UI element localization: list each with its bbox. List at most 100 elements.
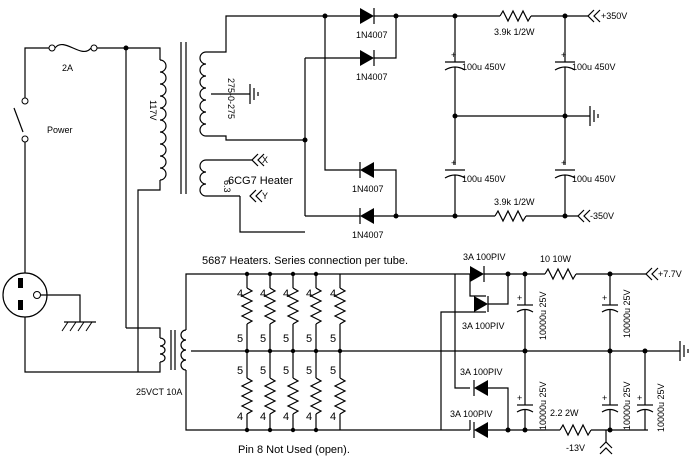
rect-d3-label: 3A 100PIV [460, 367, 503, 377]
output-neg-hv-terminal-icon [577, 209, 591, 223]
ground-icon [249, 84, 259, 104]
heater-y-label: Y [262, 191, 268, 201]
resistor-neg-hv-icon [494, 209, 527, 223]
power-switch-icon [13, 107, 24, 133]
svg-text:+: + [602, 293, 607, 303]
capacitor-lv-c5-icon: + [636, 393, 654, 413]
pin-note: Pin 8 Not Used (open). [238, 444, 350, 456]
output-pos-hv-label: +350V [601, 11, 627, 21]
pin-label: 5 [283, 365, 289, 377]
diode-d3-icon [359, 162, 397, 216]
diode-d1-icon [325, 8, 396, 24]
primary-voltage-label: 117V [148, 100, 158, 120]
capacitor-lv-c1-label: 10000u 25V [538, 291, 548, 340]
output-pos-lv-label: +7.7V [658, 269, 682, 279]
heater-label: 6CG7 Heater [228, 175, 293, 187]
pin-label: 4 [237, 288, 243, 300]
lv-primary-coil-icon [159, 337, 166, 363]
svg-text:+: + [451, 50, 456, 60]
pin-label: 5 [306, 365, 312, 377]
pin-label: 5 [330, 365, 336, 377]
capacitor-lv-c2-icon: + [516, 393, 534, 413]
rect-d4-icon [473, 422, 545, 438]
output-neg-lv-terminal-icon [599, 441, 613, 455]
heater-coil-icon [199, 159, 207, 197]
heater-strings: 4 4 4 4 4 5 5 5 5 5 5 5 5 5 5 4 4 4 4 4 [237, 271, 347, 433]
pin-label: 5 [260, 333, 266, 345]
capacitor-lv-c4-label: 10000u 25V [622, 381, 632, 430]
diode-d2-icon [360, 16, 397, 66]
hv-ground-icon [589, 106, 599, 126]
capacitor-lv-c4-icon: + [601, 393, 619, 413]
resistor-pos-lv-icon [544, 267, 577, 281]
pin-label: 4 [306, 288, 312, 300]
resistor-neg-lv-label: 2.2 2W [550, 408, 579, 418]
pin-label: 4 [306, 411, 312, 423]
capacitor-lv-c3-icon: + [601, 293, 619, 313]
pin-label: 5 [283, 333, 289, 345]
capacitor-lv-c1-icon: + [516, 293, 534, 313]
hv-secondary-label: 275-0-275 [226, 78, 236, 119]
output-neg-hv-label: -350V [590, 211, 614, 221]
output-neg-lv-label: -13V [566, 443, 585, 453]
hv-transformer: 117V 275-0-275 6.3 6CG7 Heater X [148, 15, 325, 233]
primary-coil-icon [159, 59, 167, 181]
fuse-icon [48, 44, 98, 52]
pin-label: 5 [260, 365, 266, 377]
resistor-pos-hv-icon [499, 9, 532, 23]
rect-d2-icon [474, 274, 509, 312]
lv-title: 5687 Heaters. Series connection per tube… [202, 255, 408, 267]
lv-transformer: 25VCT 10A [136, 273, 680, 431]
capacitor-c2-label: 100u 450V [462, 174, 506, 184]
svg-text:+: + [637, 393, 642, 403]
diode-d3-label: 1N4007 [352, 184, 384, 194]
diode-d4-icon [359, 208, 455, 224]
pin-label: 4 [330, 288, 336, 300]
pin-label: 4 [260, 411, 266, 423]
pin-label: 4 [237, 411, 243, 423]
diode-d2-label: 1N4007 [356, 72, 388, 82]
rect-d2-label: 3A 100PIV [462, 321, 505, 331]
switch-label: Power [47, 125, 73, 135]
rect-d3-icon [473, 380, 509, 430]
svg-text:+: + [451, 158, 456, 168]
lv-transformer-label: 25VCT 10A [136, 387, 182, 397]
heater-x-label: X [262, 155, 268, 165]
rect-d1-label: 3A 100PIV [463, 252, 506, 262]
lv-ground-icon [679, 341, 689, 361]
svg-text:+: + [602, 393, 607, 403]
svg-text:+: + [517, 293, 522, 303]
svg-text:+: + [561, 50, 566, 60]
capacitor-c1-label: 100u 450V [462, 62, 506, 72]
mains-input: Power 2A [2, 44, 161, 373]
capacitor-c3-label: 100u 450V [572, 62, 616, 72]
diode-d4-label: 1N4007 [352, 230, 384, 240]
pin-label: 5 [330, 333, 336, 345]
svg-text:+: + [517, 393, 522, 403]
pin-label: 5 [237, 333, 243, 345]
capacitor-lv-c2-label: 10000u 25V [538, 381, 548, 430]
chassis-ground-icon [61, 321, 96, 332]
pin-label: 5 [306, 333, 312, 345]
fuse-label: 2A [62, 63, 73, 73]
pin-label: 5 [237, 365, 243, 377]
resistor-neg-lv-icon [559, 423, 592, 437]
hv-rectifier: 1N4007 1N4007 1N4007 1N4007 3.9k 1/2W [302, 8, 627, 240]
heater-voltage-label: 6.3 [222, 180, 232, 193]
diode-d1-label: 1N4007 [356, 30, 388, 40]
resistor-pos-hv-label: 3.9k 1/2W [494, 27, 535, 37]
capacitor-lv-c3-label: 10000u 25V [622, 289, 632, 338]
lv-rectifier: 3A 100PIV 3A 100PIV 3A 100PIV 3A 100PIV [440, 252, 689, 455]
svg-text:+: + [561, 158, 566, 168]
capacitor-c4-label: 100u 450V [572, 174, 616, 184]
pin-label: 4 [283, 411, 289, 423]
lv-secondary-coil-icon [180, 329, 187, 371]
resistor-neg-hv-label: 3.9k 1/2W [494, 197, 535, 207]
pin-label: 4 [283, 288, 289, 300]
hv-secondary-coil-icon [199, 51, 207, 137]
rect-d1-icon [470, 266, 508, 282]
rect-d4-label: 3A 100PIV [450, 409, 493, 419]
resistor-pos-lv-label: 10 10W [540, 254, 572, 264]
heater-y-terminal-icon [249, 189, 263, 203]
